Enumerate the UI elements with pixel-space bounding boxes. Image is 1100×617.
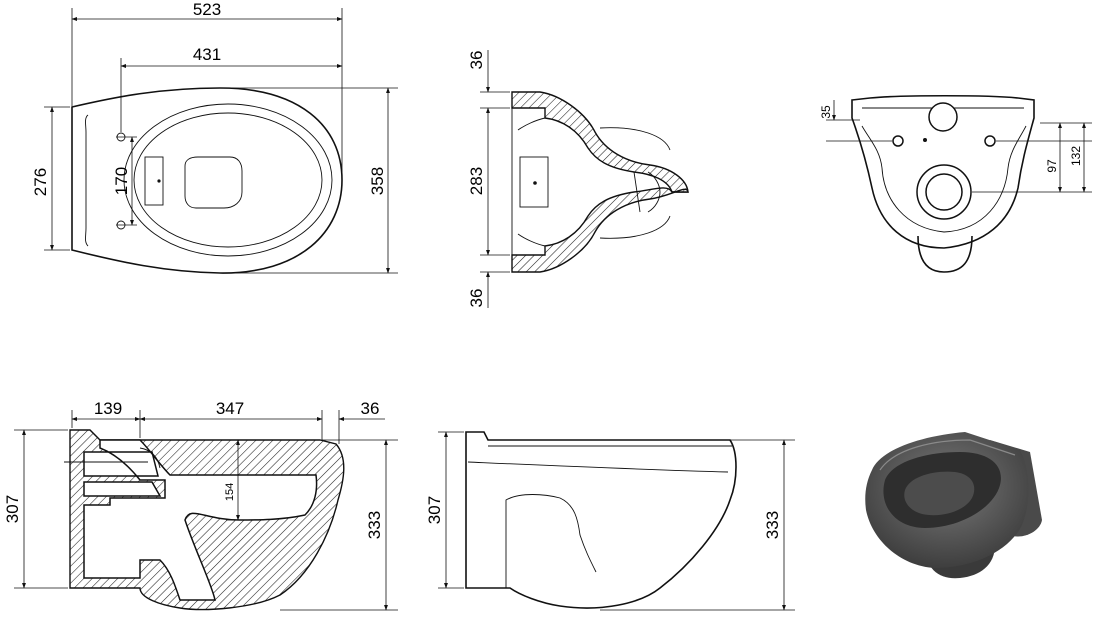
rear-inlet [928, 102, 958, 132]
dim-rear-outlet-height: 97 [1045, 159, 1059, 173]
dim-trap-depth: 154 [224, 483, 236, 501]
flush-inlet [144, 156, 164, 206]
dim-rear-depth: 139 [94, 399, 122, 418]
dim-bowl-length: 347 [216, 399, 244, 418]
dim-side-view-wall-height: 307 [425, 496, 444, 524]
side-view-foot [505, 494, 597, 588]
render-bowl-inner [904, 471, 975, 516]
top-view-outline [71, 87, 343, 274]
top-view: 523 431 276 358 170 [31, 0, 398, 274]
dim-wall-width: 276 [31, 168, 50, 196]
rear-outline [851, 94, 1035, 249]
section-hatch-top [511, 91, 689, 193]
section-hatch-bottom [511, 187, 689, 273]
rear-bolt-left [892, 135, 904, 147]
dim-section-top: 36 [467, 51, 486, 70]
top-view-back-edge [85, 114, 89, 247]
product-render [865, 432, 1042, 579]
dim-rim-thickness: 36 [361, 399, 380, 418]
rear-outlet-inner [925, 173, 963, 211]
section-outer-shadow [599, 127, 671, 239]
dim-side-wall-height: 307 [3, 495, 22, 523]
rear-bolt-right [984, 135, 996, 147]
dim-overall-length: 523 [193, 0, 221, 19]
dim-section-bottom: 36 [467, 289, 486, 308]
dim-rear-top-offset: 35 [819, 105, 833, 119]
dim-bolt-spacing: 170 [112, 167, 131, 195]
side-view: 307 333 [425, 431, 795, 611]
dim-section-middle: 283 [467, 167, 486, 195]
rear-marker [923, 138, 927, 142]
dim-side-view-overall-height: 333 [763, 511, 782, 539]
section-view: 36 283 36 [467, 50, 689, 308]
render-rim-highlight [879, 439, 1016, 471]
dim-side-overall-height: 333 [365, 511, 384, 539]
section-inner-bowl [511, 108, 661, 255]
section-inlet [519, 156, 549, 208]
section-inlet-dot [533, 181, 537, 185]
side-section-inlet-pipe [64, 447, 161, 469]
dim-rear-fixing-height: 132 [1069, 146, 1083, 166]
side-view-outline [465, 431, 737, 609]
dim-overall-width: 358 [368, 167, 387, 195]
rear-trap [917, 235, 973, 273]
seat-tab-outline [184, 156, 243, 209]
rear-view: 35 97 132 [819, 94, 1092, 273]
side-section-view: 139 347 36 307 333 154 [3, 399, 398, 611]
top-view-rim [123, 103, 333, 257]
dim-fixing-distance: 431 [193, 45, 221, 64]
side-section-cavity [83, 439, 318, 601]
inlet-dot [157, 179, 161, 183]
side-view-rim-line [467, 461, 729, 473]
top-view-bowl [133, 112, 323, 248]
